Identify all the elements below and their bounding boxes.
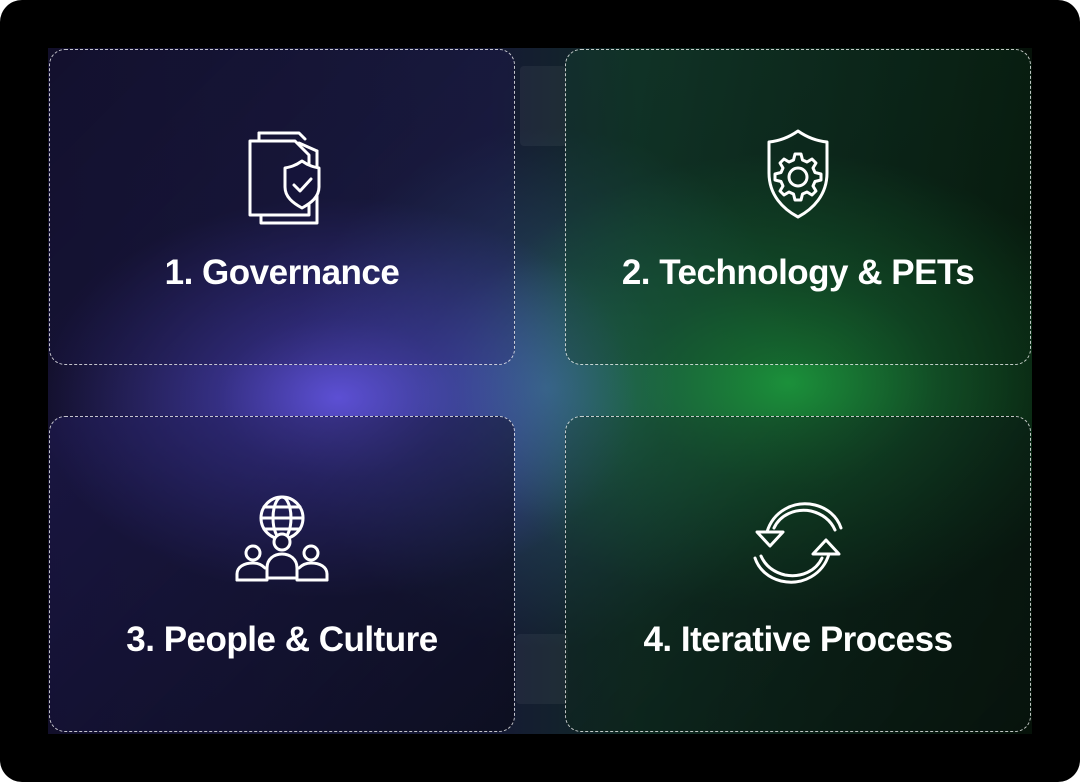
quadrant-process: 4. Iterative Process [565, 416, 1031, 732]
quadrant-label-people: 3. People & Culture [126, 620, 438, 659]
quadrant-technology: 2. Technology & PETs [565, 49, 1031, 365]
document-shield-check-icon [227, 121, 337, 231]
shield-gear-icon [743, 121, 853, 231]
globe-people-icon [227, 488, 337, 598]
refresh-cycle-icon [743, 488, 853, 598]
quadrant-label-governance: 1. Governance [164, 253, 400, 292]
quadrant-people: 3. People & Culture [49, 416, 515, 732]
decorative-shape [516, 634, 568, 704]
quadrant-governance: 1. Governance [49, 49, 515, 365]
quadrant-label-technology: 2. Technology & PETs [621, 253, 975, 292]
quadrant-label-process: 4. Iterative Process [643, 620, 953, 659]
decorative-shape [520, 66, 566, 146]
